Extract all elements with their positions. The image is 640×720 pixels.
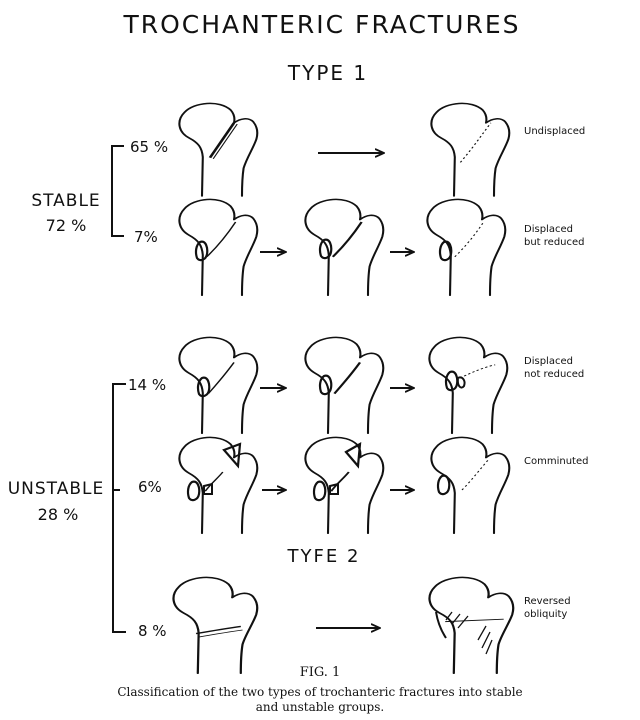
femur-undisplaced-before: [178, 102, 259, 197]
lesser-trochanter-fragment-r3c: [444, 370, 466, 392]
lesser-trochanter-fragment-r3b: [318, 374, 333, 396]
row-percent-displaced-not-reduced: 14 %: [128, 376, 166, 394]
type1-heading: TYPE 1: [287, 61, 368, 85]
stable-bracket: [111, 145, 124, 237]
row-desc-undisplaced: Undisplaced: [524, 126, 585, 137]
row-percent-displaced-reduced: 7%: [134, 228, 158, 246]
greater-trochanter-fragment-r4b: [344, 441, 362, 469]
stable-label: STABLE: [31, 191, 100, 211]
row-desc-reversed-2: obliquity: [524, 609, 567, 620]
row-desc-displaced-reduced-1: Displaced: [524, 224, 573, 235]
type2-heading: TYFE 2: [287, 546, 361, 567]
femur-reversed-before: [172, 576, 259, 675]
row-desc-displaced-reduced-2: but reduced: [524, 237, 585, 248]
reversed-fracture-hatching: [445, 611, 493, 655]
row-percent-comminuted: 6%: [138, 478, 162, 496]
femur-displaced-reduced-1: [178, 198, 259, 297]
figure-number: FIG. 1: [300, 665, 341, 680]
stable-percent: 72 %: [46, 216, 87, 235]
row-desc-displaced-not-reduced-1: Displaced: [524, 356, 573, 367]
unstable-percent: 28 %: [38, 505, 79, 524]
figure-title: TROCHANTERIC FRACTURES: [122, 10, 520, 39]
lesser-trochanter-fragment-r4a: [186, 480, 201, 502]
femur-displaced-reduced-2: [304, 198, 385, 297]
row-percent-reversed: 8 %: [138, 622, 167, 640]
bone-chip-r4a: [203, 482, 213, 495]
unstable-bracket: [112, 383, 126, 633]
row-percent-undisplaced: 65 %: [130, 138, 168, 156]
lesser-trochanter-fragment-r4b: [312, 480, 327, 502]
femur-comminuted-2: [304, 436, 385, 535]
lesser-trochanter-fragment-r4c: [436, 474, 451, 496]
caption-line-1: Classification of the two types of troch…: [117, 685, 522, 699]
femur-comminuted-3: [430, 436, 511, 535]
femur-comminuted-1: [178, 436, 259, 535]
caption-line-2: and unstable groups.: [256, 700, 384, 714]
bone-chip-r4b: [329, 482, 339, 495]
row-desc-reversed-1: Reversed: [524, 596, 571, 607]
row-desc-comminuted: Comminuted: [524, 456, 588, 467]
femur-undisplaced-after: [430, 102, 511, 197]
femur-reversed-after: [428, 576, 515, 675]
femur-displaced-reduced-3: [426, 198, 507, 297]
femur-not-reduced-1: [178, 336, 259, 435]
row-desc-displaced-not-reduced-2: not reduced: [524, 369, 584, 380]
reversed-fragment: [435, 611, 447, 639]
greater-trochanter-fragment-r4a: [222, 442, 242, 469]
femur-not-reduced-3: [428, 336, 509, 435]
femur-not-reduced-2: [304, 336, 385, 435]
unstable-label: UNSTABLE: [8, 479, 105, 499]
